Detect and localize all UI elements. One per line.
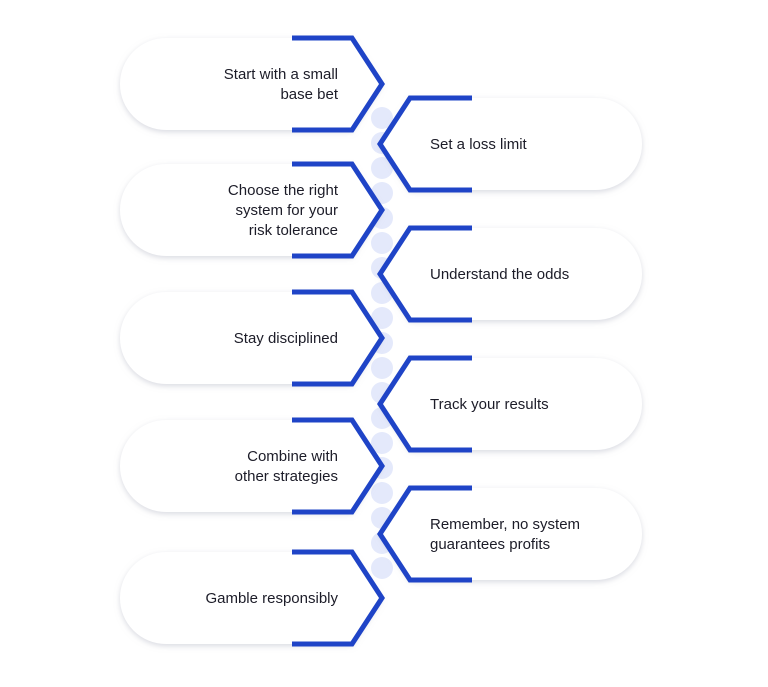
step-left-4: Combine with other strategies — [120, 417, 385, 515]
step-left-2-text-line-3: risk tolerance — [249, 222, 338, 239]
step-right-3-text-line-1: Track your results — [430, 396, 549, 413]
step-right-pill — [380, 488, 642, 580]
step-left-1: Start with a small base bet — [120, 35, 385, 133]
step-right-2-text-line-1: Understand the odds — [430, 266, 569, 283]
step-right-1-text-line-1: Set a loss limit — [430, 136, 528, 153]
step-right-pill — [380, 98, 642, 190]
connector-dot — [371, 557, 393, 579]
connector-dot — [371, 482, 393, 504]
step-left-5: Gamble responsibly — [120, 549, 385, 647]
step-right-pill — [380, 358, 642, 450]
step-right-4: Remember, no system guarantees profits — [377, 485, 642, 583]
step-left-5-text-line-1: Gamble responsibly — [205, 590, 338, 607]
connector-dot — [371, 432, 393, 454]
step-right-4-text-line-1: Remember, no system — [430, 516, 580, 533]
step-left-chevron-border — [292, 35, 385, 133]
step-left-4-text-line-2: other strategies — [235, 468, 338, 485]
step-left-2-text-line-1: Choose the right — [228, 182, 339, 199]
connector-dot — [371, 157, 393, 179]
step-left-chevron-border — [292, 549, 385, 647]
connector-dot — [371, 232, 393, 254]
step-right-2: Understand the odds — [377, 225, 642, 323]
step-left-chevron-border — [292, 417, 385, 515]
step-right-pill — [380, 228, 642, 320]
step-left-4-text-line-1: Combine with — [247, 448, 338, 465]
step-left-1-text-line-1: Start with a small — [224, 66, 338, 83]
step-left-3: Stay disciplined — [120, 289, 385, 387]
step-right-1: Set a loss limit — [377, 95, 642, 193]
step-right-3: Track your results — [377, 355, 642, 453]
connector-dot — [371, 307, 393, 329]
connector-dot — [371, 107, 393, 129]
step-left-chevron-border — [292, 161, 385, 259]
step-left-chevron-border — [292, 289, 385, 387]
step-right-chevron-border — [377, 355, 472, 453]
connector-dot — [371, 357, 393, 379]
step-left-pill — [120, 164, 382, 256]
step-right-chevron-border — [377, 95, 472, 193]
step-left-pill — [120, 552, 382, 644]
step-right-chevron-border — [377, 225, 472, 323]
step-right-4-text-line-2: guarantees profits — [430, 536, 550, 553]
step-left-pill — [120, 292, 382, 384]
step-left-2: Choose the right system for your risk tole… — [120, 161, 385, 259]
step-left-pill — [120, 38, 382, 130]
step-left-pill — [120, 420, 382, 512]
step-left-2-text-line-2: system for your — [235, 202, 338, 219]
step-left-1-text-line-2: base bet — [280, 86, 338, 103]
step-left-3-text-line-1: Stay disciplined — [234, 330, 338, 347]
step-right-chevron-border — [377, 485, 472, 583]
